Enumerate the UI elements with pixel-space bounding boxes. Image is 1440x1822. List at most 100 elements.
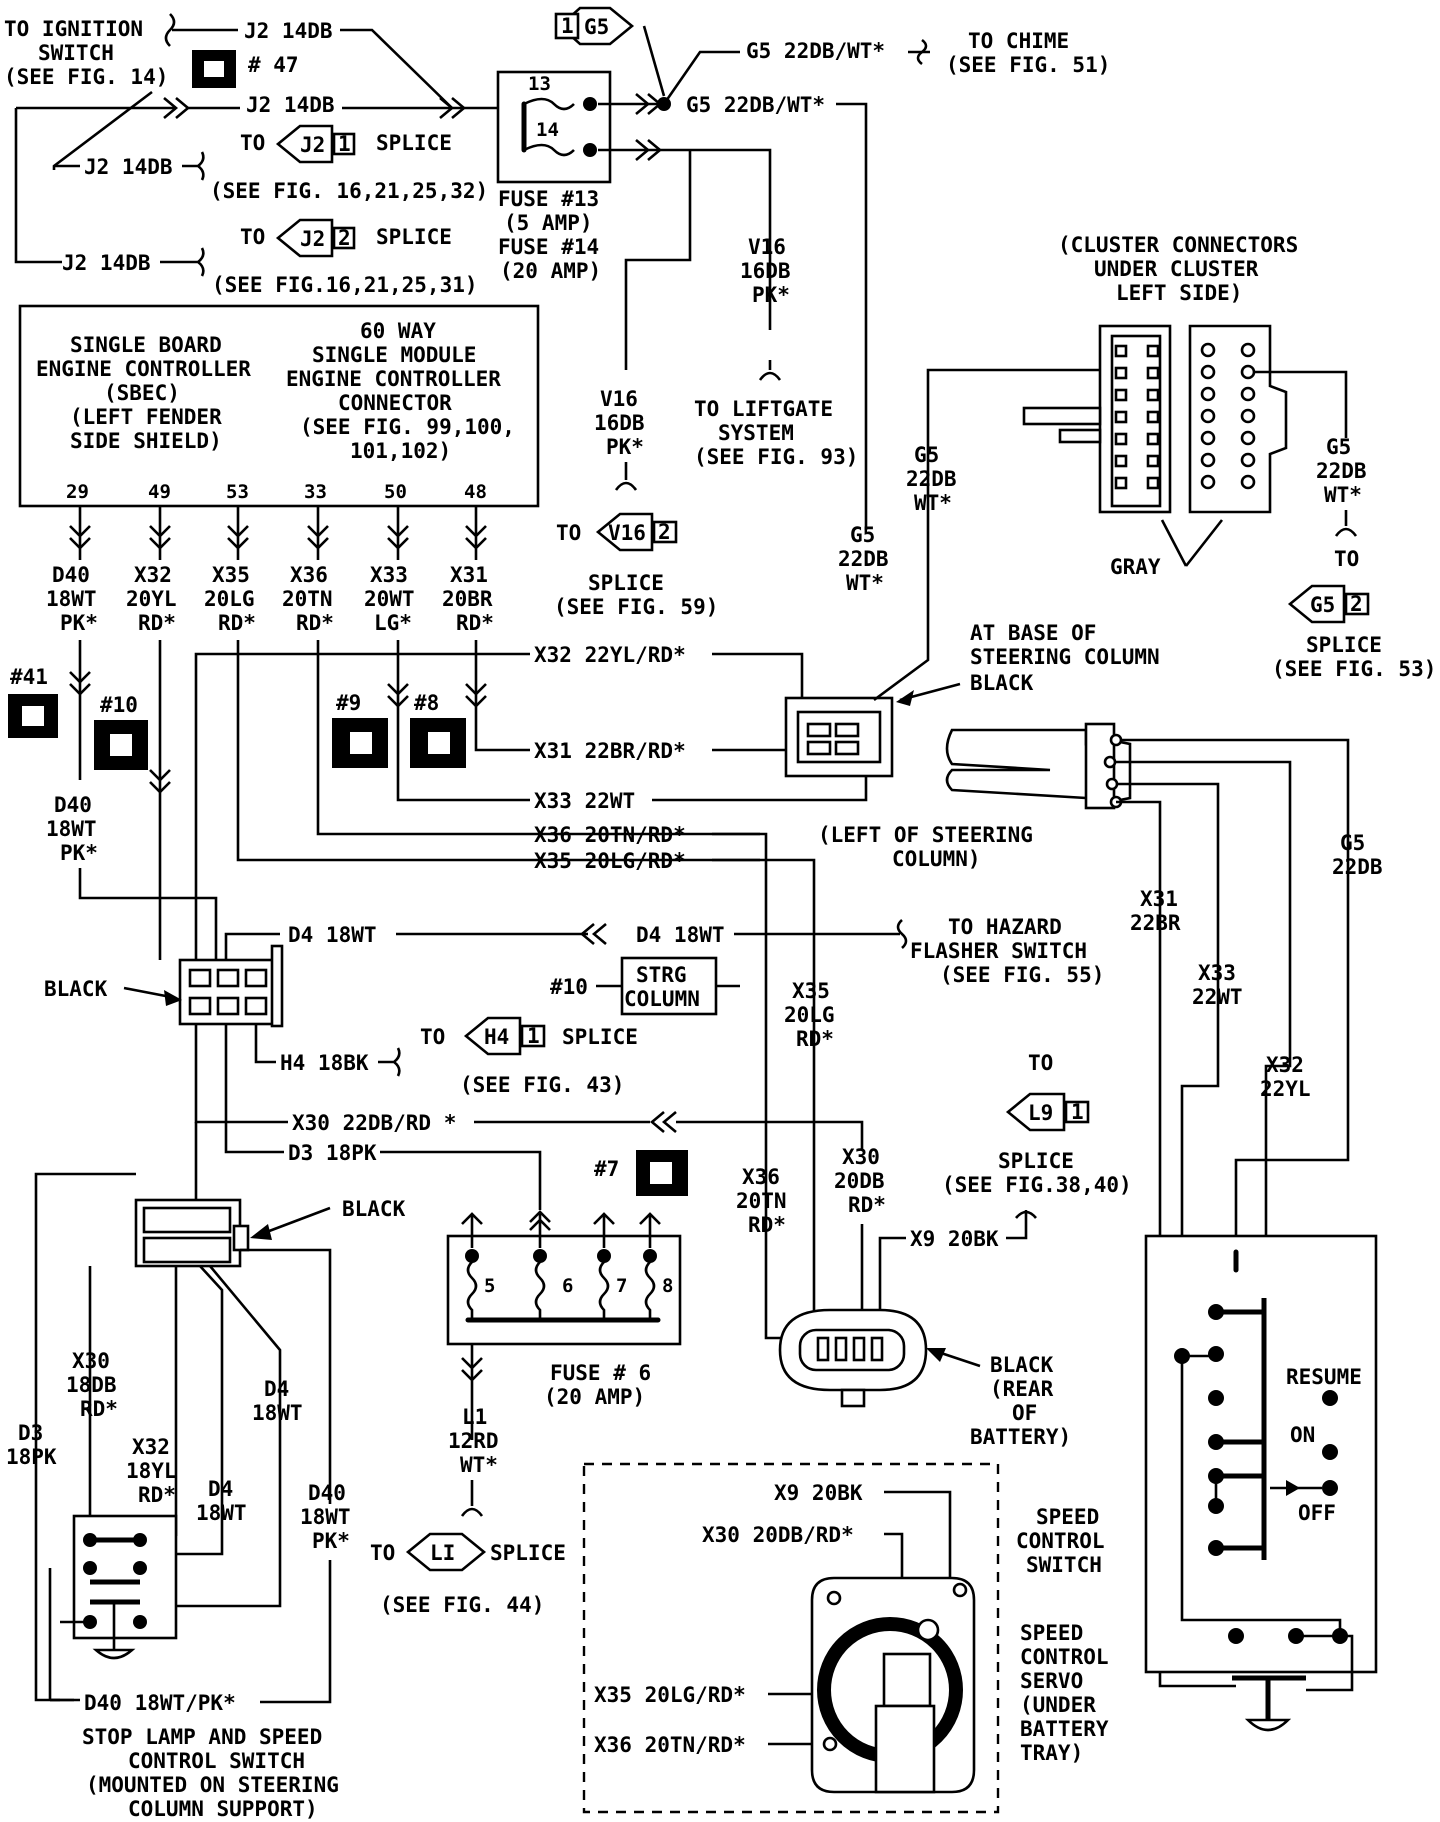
stop-switch-plunger-head <box>92 1648 136 1660</box>
break-l1 <box>460 1480 484 1517</box>
l1-2: 12RD <box>448 1429 499 1453</box>
x35-vert-1: X35 <box>792 979 830 1003</box>
col-x36-2: 20TN <box>282 587 333 611</box>
wire-d40-to-connector <box>78 868 218 960</box>
bc-pin-5 <box>216 996 240 1016</box>
fuse13-terminal <box>583 97 597 111</box>
x36-wire: X36 20TN/RD* <box>534 823 686 847</box>
v16-left-2: 16DB <box>594 411 645 435</box>
v16-splice-diamond <box>595 512 654 552</box>
d40-stop-1: D40 <box>308 1481 346 1505</box>
cluster-2: UNDER CLUSTER <box>1094 257 1259 281</box>
left-steering-1: (LEFT OF STEERING <box>818 823 1033 847</box>
d40-lower-3: PK* <box>60 841 98 865</box>
wire-j2-s2-end <box>160 247 205 277</box>
fuse6-pin-6: 6 <box>562 1275 573 1297</box>
g5-vert1-2: 22DB <box>906 467 957 491</box>
fuse-text-1: FUSE #13 <box>498 187 599 211</box>
to-chime-2: (SEE FIG. 51) <box>946 53 1110 77</box>
connector-10a-inner <box>110 734 132 756</box>
sbec-3: (SBEC) <box>104 381 180 405</box>
servo-section: X9 20BK X30 20DB/RD* X35 20LG/RD* X36 20… <box>582 1462 1109 1814</box>
x9-wire: X9 20BK <box>910 1227 999 1251</box>
sbec-1: SINGLE BOARD <box>70 333 222 357</box>
to-liftgate-2: SYSTEM <box>718 421 794 445</box>
off-label: OFF <box>1298 1501 1336 1525</box>
stop-switch-terminals <box>83 1533 147 1629</box>
d4-stop2-2: 18WT <box>196 1501 247 1525</box>
pin-50: 50 <box>384 481 407 503</box>
splice-l1: SPLICE <box>490 1541 566 1565</box>
to-l1: TO <box>370 1541 395 1565</box>
steering-pin-3 <box>806 740 832 756</box>
servo-hole-bl <box>822 1736 838 1752</box>
break-hazard <box>896 919 908 949</box>
conn60-1: 60 WAY <box>360 319 436 343</box>
l1-3: WT* <box>460 1453 498 1477</box>
v16-splice-pinbox <box>652 520 678 544</box>
col-x32-1: X32 <box>134 563 172 587</box>
pin-48: 48 <box>464 481 487 503</box>
hazard-2: FLASHER SWITCH <box>910 939 1087 963</box>
wire-v16-left <box>624 150 692 370</box>
break-g5-cluster <box>1334 510 1358 537</box>
steering-pin-1 <box>806 722 832 738</box>
connector-7-label: #7 <box>594 1157 619 1181</box>
see-j2-1: (SEE FIG. 16,21,25,32) <box>210 179 488 203</box>
mfs-terminal-1 <box>1109 733 1123 747</box>
h4-splice-pin: 1 <box>527 1024 540 1048</box>
cluster-left-pins <box>1114 344 1160 490</box>
stop-lamp-1: STOP LAMP AND SPEED <box>82 1725 322 1749</box>
arrow-d4 <box>579 923 607 945</box>
see-fig43: (SEE FIG. 43) <box>460 1073 624 1097</box>
left-black-connector: BLACK D4 18WT D4 18WT TO HAZARD FLASHER … <box>44 915 1104 1210</box>
bc-pin-3 <box>244 968 268 988</box>
g5-fuse-wire: G5 22DB/WT* <box>686 93 825 117</box>
wire-x30-right <box>676 1120 864 1150</box>
connector-8-label: #8 <box>414 691 439 715</box>
battery-connector: X36 20TN RD* X30 20DB RD* BLACK (REAR OF… <box>736 1145 1071 1449</box>
arrow-x31 <box>465 683 487 708</box>
x36-vert-1: X36 <box>742 1165 780 1189</box>
x36-vert-2: 20TN <box>736 1189 787 1213</box>
ignition-section: TO IGNITION SWITCH (SEE FIG. 14) J2 14DB… <box>4 13 498 297</box>
x30-stop-1: X30 <box>72 1349 110 1373</box>
x32-stop-1: X32 <box>132 1435 170 1459</box>
cluster-1: (CLUSTER CONNECTORS <box>1058 233 1298 257</box>
wire-stop-bottom <box>60 1620 84 1624</box>
base-steering-1: AT BASE OF <box>970 621 1096 645</box>
wire-d40-bottom-right <box>260 1560 332 1704</box>
battery-connector-inner <box>798 1328 906 1372</box>
servo-5: BATTERY <box>1020 1717 1109 1741</box>
to-h4: TO <box>420 1025 445 1049</box>
g5-right-1: G5 <box>1340 831 1365 855</box>
wire-x36-vert <box>712 832 768 1330</box>
x31-vert-1: X31 <box>1140 887 1178 911</box>
stop-lamp-3: (MOUNTED ON STEERING <box>86 1773 339 1797</box>
splice-label-2: SPLICE <box>376 225 452 249</box>
x35-vert-3: RD* <box>796 1027 834 1051</box>
arrowhead-steering-black <box>896 690 914 706</box>
wire-l9 <box>1006 1226 1028 1240</box>
servo-x36: X36 20TN/RD* <box>594 1733 746 1757</box>
break-liftgate <box>758 360 782 381</box>
conn60-6: 101,102) <box>350 439 451 463</box>
arrow-d40 <box>69 671 91 696</box>
fuse14-pin: 14 <box>536 119 559 141</box>
arrow-x33 <box>387 683 409 708</box>
servo-hole-tl <box>826 1590 842 1606</box>
col-x32-2: 20YL <box>126 587 177 611</box>
d40-stop-2: 18WT <box>300 1505 351 1529</box>
break-chime <box>916 38 928 66</box>
servo-x35: X35 20LG/RD* <box>594 1683 746 1707</box>
ignition-label-1: TO IGNITION <box>4 17 143 41</box>
col-x36-3: RD* <box>296 611 334 635</box>
j2-splice2-diamond <box>275 218 334 258</box>
col-d40-1: D40 <box>52 563 90 587</box>
x30-wire: X30 22DB/RD * <box>292 1111 456 1135</box>
fuse13-element <box>523 97 575 111</box>
col-x33-3: LG* <box>374 611 412 635</box>
bc-pin-4 <box>188 996 212 1016</box>
arrowhead-stop-black <box>250 1224 272 1240</box>
fuse6-pin-5: 5 <box>484 1275 495 1297</box>
